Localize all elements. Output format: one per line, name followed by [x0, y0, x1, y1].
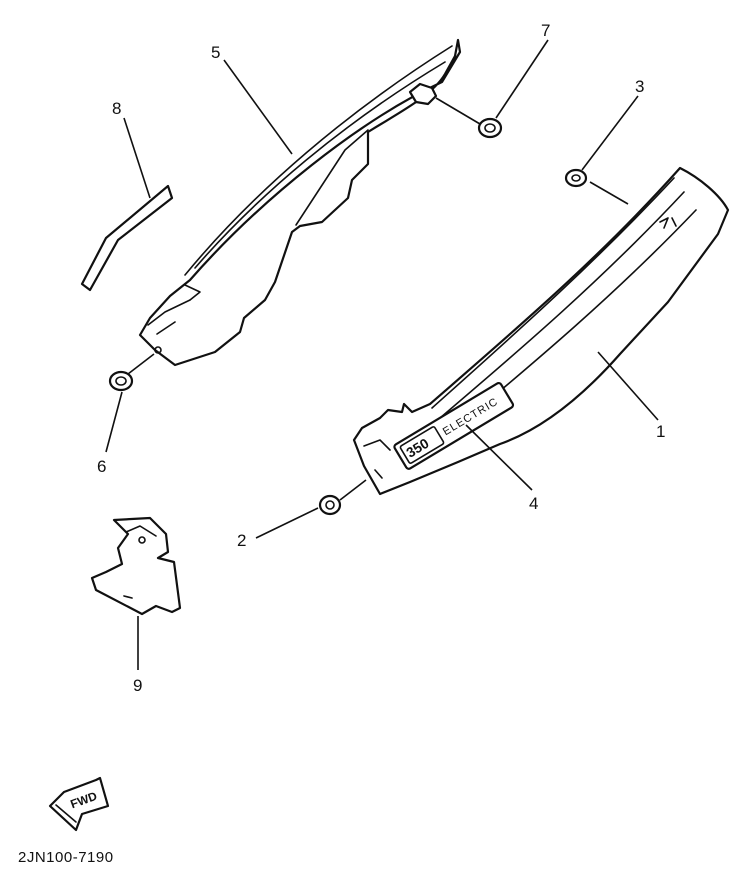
leader-3-post — [589, 181, 629, 205]
part-7-grommet — [477, 117, 503, 139]
callout-2: 2 — [237, 531, 246, 550]
leader-1 — [597, 351, 659, 421]
fwd-arrow-icon: FWD — [48, 776, 110, 832]
leader-5 — [223, 59, 293, 155]
callout-8: 8 — [112, 99, 121, 118]
callout-numbers: 1 2 3 4 5 6 7 8 9 — [97, 21, 665, 695]
leader-3 — [581, 95, 639, 171]
callout-9: 9 — [133, 676, 142, 695]
part-5-side-cover-left — [138, 38, 462, 367]
callout-5: 5 — [211, 43, 220, 62]
callout-4: 4 — [529, 494, 538, 513]
part-3-grommet — [564, 168, 588, 188]
part-2-grommet — [318, 494, 342, 516]
leader-6 — [105, 391, 123, 453]
leader-2 — [255, 507, 319, 539]
part-8-label-strip — [80, 184, 174, 292]
leader-7-post — [435, 97, 481, 125]
leader-8 — [123, 117, 151, 199]
part-4-decal: 350 ELECTRIC — [393, 382, 515, 470]
leader-7 — [495, 39, 549, 119]
part-6-grommet — [108, 370, 134, 392]
callout-7: 7 — [541, 21, 550, 40]
callout-1: 1 — [656, 422, 665, 441]
leader-4 — [465, 424, 533, 491]
part-9-bracket — [90, 516, 182, 616]
leader-6-post — [127, 353, 155, 375]
leader-2-post — [339, 479, 367, 501]
callout-6: 6 — [97, 457, 106, 476]
callout-3: 3 — [635, 77, 644, 96]
diagram-code: 2JN100-7190 — [18, 849, 114, 866]
leader-lines — [105, 39, 659, 670]
